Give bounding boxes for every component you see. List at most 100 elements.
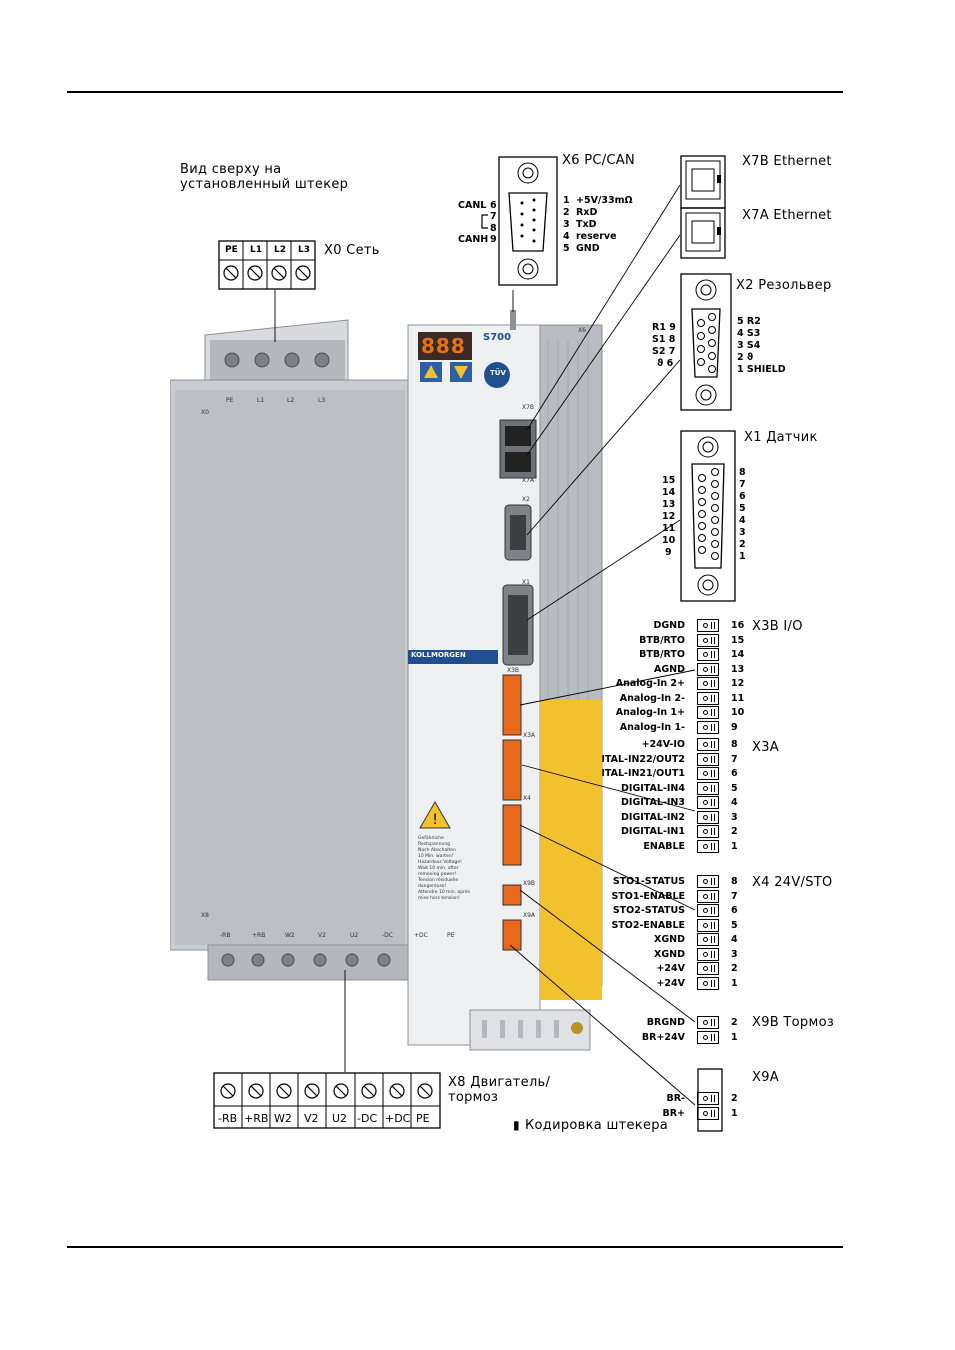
x3b-pin-number: 10 (731, 707, 745, 718)
x4-pin-socket (697, 919, 719, 932)
x3b-pin-number: 12 (731, 678, 745, 689)
x6-pin-3-signal: TxD (576, 219, 597, 230)
x4-pin-socket (697, 977, 719, 990)
x0-title: X0 Сеть (324, 243, 380, 258)
device-terminal-minus-dc: -DC (382, 932, 393, 939)
x6-canl-label: CANL (458, 200, 487, 211)
warning-text-line: Tension résiduelle (418, 878, 459, 883)
x0-pin-l2: L2 (274, 245, 286, 255)
x3a-pin-socket (697, 782, 719, 795)
device-brand-label: KOLLMORGEN (411, 651, 466, 659)
device-terminal-pe-bottom: PE (447, 932, 455, 939)
x2-left-temp: ϑ 6 (657, 358, 674, 369)
x1-pin-15: 15 (662, 475, 676, 486)
x4-pin-socket (697, 890, 719, 903)
x6-pin-2: 2 (563, 207, 570, 218)
x3b-pin-socket (697, 648, 719, 661)
pin-clamp-icon (711, 936, 715, 943)
device-port-x3a: X3A (523, 732, 536, 739)
x3b-pin-socket (697, 692, 719, 705)
x3b-title: X3B I/O (752, 619, 803, 634)
x3a-pin-number: 1 (731, 841, 738, 852)
x6-pin-4-signal: reserve (576, 231, 617, 242)
pin-contact-icon (703, 800, 708, 805)
x4-pin-number: 5 (731, 920, 738, 931)
x3a-pin-socket (697, 840, 719, 853)
pin-clamp-icon (711, 828, 715, 835)
x3b-row-label: Analog-In 2+ (615, 678, 685, 689)
x1-pin-1: 1 (739, 551, 746, 562)
device-port-x7a: X7A (522, 477, 535, 484)
x4-pin-number: 2 (731, 963, 738, 974)
device-terminal-plus-rb: +RB (252, 932, 266, 939)
x3b-pin-number: 9 (731, 722, 738, 733)
x8-connector-drawing (213, 1072, 441, 1129)
device-terminal-l1: L1 (257, 397, 265, 404)
x8-pin-plus-dc: +DC (385, 1112, 411, 1125)
device-terminal-minus-rb: -RB (220, 932, 231, 939)
x4-pin-socket (697, 962, 719, 975)
x3b-pin-socket (697, 663, 719, 676)
x3a-pin-number: 2 (731, 826, 738, 837)
pin-contact-icon (703, 952, 708, 957)
coding-marker-icon: ▮ (513, 1118, 520, 1132)
x4-pin-number: 6 (731, 905, 738, 916)
x9a-pin-number: 1 (731, 1108, 738, 1119)
x4-row-label: STO1-STATUS (612, 876, 685, 887)
x3a-pin-socket (697, 811, 719, 824)
warning-text-line: 10 Min. warten! (418, 854, 454, 859)
pin-contact-icon (703, 725, 708, 730)
x2-dsub-drawing (680, 273, 732, 411)
x3a-row-label: DIGITAL-IN1 (621, 826, 685, 837)
pin-contact-icon (703, 667, 708, 672)
pin-clamp-icon (711, 843, 715, 850)
pin-contact-icon (703, 623, 708, 628)
x4-pin-number: 4 (731, 934, 738, 945)
pin-contact-icon (703, 757, 708, 762)
device-port-x4: X4 (523, 795, 531, 802)
pin-contact-icon (703, 966, 708, 971)
x4-pin-socket (697, 948, 719, 961)
x0-pin-l1: L1 (250, 245, 262, 255)
x9b-row-label: BRGND (646, 1017, 685, 1028)
pin-contact-icon (703, 1096, 708, 1101)
x1-pin-6: 6 (739, 491, 746, 502)
device-terminal-l3: L3 (318, 397, 326, 404)
pin-contact-icon (703, 710, 708, 715)
x9b-title: X9B Тормоз (752, 1015, 835, 1030)
pin-contact-icon (703, 638, 708, 643)
device-terminal-l2: L2 (287, 397, 295, 404)
pin-clamp-icon (711, 695, 715, 702)
top-view-note-line2: установленный штекер (180, 177, 349, 192)
warning-text-line: Gefährliche (418, 836, 444, 841)
device-tuv-badge: TÜV (490, 369, 506, 377)
x3a-pin-socket (697, 767, 719, 780)
x3a-pin-number: 5 (731, 783, 738, 794)
warning-text-line: Restspannung (418, 842, 451, 847)
x4-title: X4 24V/STO (752, 875, 833, 890)
x8-pin-w2: W2 (274, 1112, 292, 1125)
x9a-title: X9A (752, 1070, 779, 1085)
x9a-connector-frame (697, 1068, 723, 1132)
x3a-pin-socket (697, 738, 719, 751)
x3b-pin-number: 11 (731, 693, 745, 704)
x9a-row-label: BR- (666, 1093, 686, 1104)
pin-clamp-icon (711, 709, 715, 716)
x4-row-label: STO2-STATUS (612, 905, 685, 916)
pin-clamp-icon (711, 680, 715, 687)
pin-contact-icon (703, 894, 708, 899)
x3a-title: X3A (752, 740, 779, 755)
x4-row-label: STO2-ENABLE (611, 920, 685, 931)
x1-pin-12: 12 (662, 511, 676, 522)
pin-clamp-icon (711, 785, 715, 792)
x4-pin-number: 3 (731, 949, 738, 960)
device-model-label: S700 (483, 332, 512, 343)
device-port-x2: X2 (522, 496, 530, 503)
x6-title: X6 PC/CAN (562, 153, 636, 168)
x4-row-label: +24V (656, 963, 685, 974)
x4-pin-socket (697, 933, 719, 946)
device-port-x9a: X9A (523, 912, 536, 919)
x3b-pin-socket (697, 721, 719, 734)
device-terminal-v2: V2 (318, 932, 326, 939)
